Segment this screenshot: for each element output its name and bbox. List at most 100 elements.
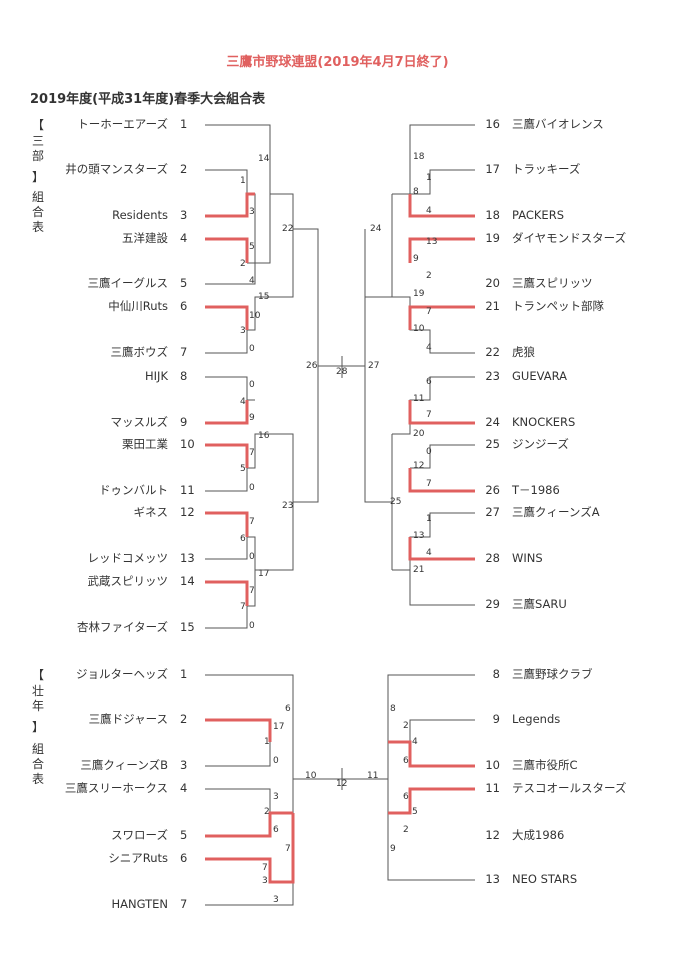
- team-name: 三鷹スリーホークス: [64, 781, 168, 795]
- team-number: 8: [492, 667, 500, 681]
- score-label: 25: [390, 497, 402, 507]
- team-number: 12: [485, 828, 500, 842]
- team-number: 1: [180, 117, 188, 131]
- score-label: 1: [426, 173, 432, 183]
- team-number: 6: [180, 851, 188, 865]
- score-label: 10: [249, 311, 261, 321]
- team-number: 5: [180, 828, 188, 842]
- score-label: 5: [240, 464, 246, 474]
- score-label: 7: [285, 844, 291, 854]
- score-label: 0: [249, 621, 255, 631]
- score-label: 2: [403, 721, 409, 731]
- team-name: 栗田工業: [122, 437, 168, 451]
- team-name: 三鷹バイオレンス: [512, 117, 604, 131]
- team-number: 4: [180, 231, 188, 245]
- team-name: HIJK: [145, 369, 168, 383]
- team-number: 27: [485, 505, 500, 519]
- score-label: 7: [249, 448, 255, 458]
- score-label: 1: [264, 737, 270, 747]
- score-label: 3: [273, 895, 279, 905]
- team-number: 10: [485, 758, 500, 772]
- team-name: 三鷹ボウズ: [110, 345, 169, 359]
- score-label: 6: [240, 534, 246, 544]
- score-label: 7: [426, 479, 432, 489]
- team-name: Residents: [112, 208, 168, 222]
- team-name: 五洋建設: [122, 231, 168, 245]
- team-name: PACKERS: [512, 208, 564, 222]
- score-label: 5: [412, 807, 418, 817]
- team-number: 28: [485, 551, 500, 565]
- team-name: トランペット部隊: [512, 299, 604, 313]
- team-number: 11: [485, 781, 500, 795]
- team-name: 三鷹スピリッツ: [512, 276, 593, 290]
- score-label: 27: [368, 361, 380, 371]
- team-number: 6: [180, 299, 188, 313]
- team-number: 9: [492, 712, 500, 726]
- team-number: 14: [180, 574, 195, 588]
- page-title: 三鷹市野球連盟(2019年4月7日終了): [226, 55, 449, 70]
- team-name: ジンジーズ: [512, 437, 569, 451]
- score-label: 10: [413, 324, 425, 334]
- division1-label: 三 部: [31, 134, 44, 163]
- score-label: 4: [249, 276, 255, 286]
- score-label: 4: [412, 737, 418, 747]
- team-name: ダイヤモンドスターズ: [512, 231, 627, 245]
- team-number: 25: [485, 437, 500, 451]
- score-label: 3: [262, 876, 268, 886]
- score-label: 9: [413, 254, 419, 264]
- score-label: 11: [367, 771, 379, 781]
- team-name: テスコオールスターズ: [512, 781, 627, 795]
- team-number: 29: [485, 597, 500, 611]
- division1-label-bottom: 組 合 表: [31, 190, 44, 234]
- team-name: 武蔵スピリッツ: [87, 574, 169, 588]
- score-label: 8: [413, 187, 419, 197]
- score-label: 15: [258, 292, 270, 302]
- score-label: 19: [413, 289, 425, 299]
- score-label: 0: [249, 344, 255, 354]
- division1-bracket-open: 【: [31, 118, 44, 132]
- team-number: 19: [485, 231, 500, 245]
- team-name: 三鷹市役所C: [512, 758, 578, 772]
- page-subtitle: 2019年度(平成31年度)春季大会組合表: [30, 92, 266, 107]
- team-number: 7: [180, 345, 188, 359]
- score-label: 6: [403, 756, 409, 766]
- team-number: 4: [180, 781, 188, 795]
- team-number: 12: [180, 505, 195, 519]
- score-label: 4: [426, 548, 432, 558]
- team-number: 18: [485, 208, 500, 222]
- team-name: ギネス: [133, 505, 169, 519]
- team-number: 3: [180, 208, 188, 222]
- score-label: 0: [273, 756, 279, 766]
- team-number: 1: [180, 667, 188, 681]
- team-name: NEO STARS: [512, 872, 578, 886]
- score-label: 14: [258, 154, 270, 164]
- score-label: 7: [262, 863, 268, 873]
- score-label: 0: [249, 483, 255, 493]
- score-label: 2: [426, 271, 432, 281]
- score-label: 2: [240, 259, 246, 269]
- team-number: 20: [485, 276, 500, 290]
- score-label: 7: [426, 307, 432, 317]
- score-label: 17: [273, 722, 285, 732]
- final-game-number: 12: [336, 779, 348, 789]
- team-number: 10: [180, 437, 195, 451]
- score-label: 3: [249, 207, 255, 217]
- team-number: 11: [180, 483, 195, 497]
- score-label: 11: [413, 394, 425, 404]
- division1-bracket-close: 】: [31, 170, 44, 184]
- score-label: 13: [426, 237, 438, 247]
- team-number: 26: [485, 483, 500, 497]
- score-label: 6: [273, 825, 279, 835]
- team-name: T－1986: [512, 483, 560, 497]
- score-label: 7: [249, 517, 255, 527]
- team-name: 三鷹SARU: [512, 597, 567, 611]
- score-label: 1: [240, 176, 246, 186]
- team-name: トーホーエアーズ: [77, 117, 168, 131]
- score-label: 6: [285, 704, 291, 714]
- score-label: 7: [249, 586, 255, 596]
- team-number: 24: [485, 415, 500, 429]
- score-label: 4: [426, 206, 432, 216]
- team-name: 三鷹クィーンズA: [512, 505, 600, 519]
- team-name: トラッキーズ: [512, 162, 581, 176]
